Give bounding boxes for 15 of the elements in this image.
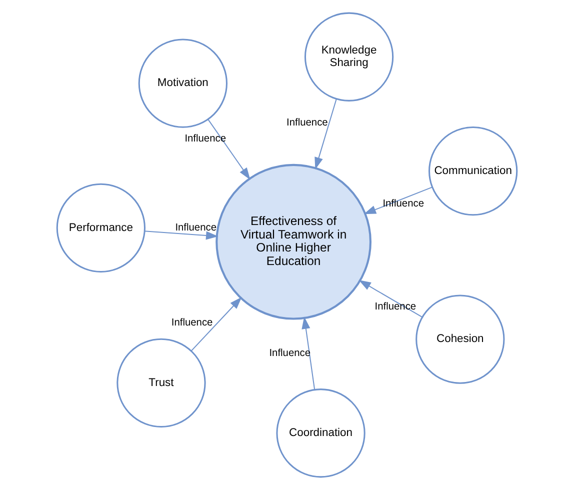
edge-label: Influence — [175, 222, 216, 233]
node-circle: Communication — [428, 126, 518, 216]
edge-label: Influence — [171, 316, 213, 328]
arrow — [302, 316, 316, 390]
arrow — [314, 98, 337, 170]
arrow — [190, 296, 242, 351]
node-circle: Performance — [56, 182, 146, 272]
arrow — [208, 118, 250, 180]
node-circle: Coordination — [276, 388, 366, 478]
arrow — [144, 230, 218, 240]
node-circle: Cohesion — [416, 294, 505, 384]
node-circle: Trust — [116, 338, 206, 428]
edge-label: Influence — [286, 116, 328, 128]
node-circle: Knowledge Sharing — [304, 12, 394, 101]
node-circle: Motivation — [138, 38, 228, 128]
